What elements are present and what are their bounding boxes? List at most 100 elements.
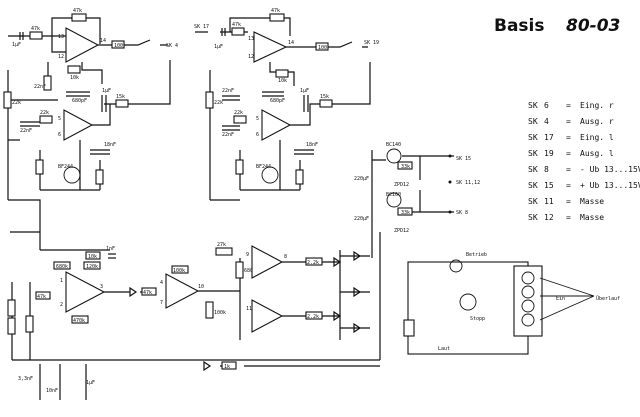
pin-row: SK 8 = - Ub 13...15V <box>528 165 640 174</box>
svg-text:22nF: 22nF <box>222 88 234 94</box>
resistor-47k-in <box>29 31 43 40</box>
svg-text:2: 2 <box>60 302 63 308</box>
svg-text:2.2k: 2.2k <box>307 314 319 320</box>
svg-text:ZPD12: ZPD12 <box>394 228 409 234</box>
svg-text:Ausg. r: Ausg. r <box>580 117 614 126</box>
resistor-47k-l-in <box>231 27 245 36</box>
svg-text:BF244: BF244 <box>58 164 73 170</box>
svg-text:6: 6 <box>58 132 61 138</box>
svg-text:Stopp: Stopp <box>470 316 485 322</box>
svg-text:470k: 470k <box>73 318 85 324</box>
svg-text:680pF: 680pF <box>270 98 285 104</box>
svg-text:12: 12 <box>544 213 554 222</box>
svg-text:=: = <box>566 165 571 174</box>
opamp-bottom-4 <box>251 299 284 333</box>
svg-text:SK: SK <box>528 181 538 190</box>
svg-text:Überlauf: Überlauf <box>596 295 620 302</box>
svg-text:Ein: Ein <box>556 296 565 302</box>
svg-text:120k: 120k <box>86 264 98 270</box>
svg-text:47k: 47k <box>271 8 280 14</box>
svg-text:5: 5 <box>58 116 61 122</box>
led-stopp <box>459 293 477 311</box>
svg-text:SK: SK <box>528 133 538 142</box>
svg-text:22k: 22k <box>40 110 49 116</box>
svg-text:=: = <box>566 197 571 206</box>
svg-text:9: 9 <box>246 252 249 258</box>
svg-text:1µF: 1µF <box>86 380 95 386</box>
svg-text:SK: SK <box>528 117 538 126</box>
svg-text:=: = <box>566 117 571 126</box>
svg-text:3: 3 <box>100 284 103 290</box>
svg-text:BC140: BC140 <box>386 142 401 148</box>
transistor-bc160 <box>386 192 402 208</box>
pin-row: SK 12 = Masse <box>528 213 604 222</box>
svg-text:22nF: 22nF <box>34 84 46 90</box>
svg-text:Laut: Laut <box>438 346 450 352</box>
svg-text:100: 100 <box>114 43 123 49</box>
svg-text:100k: 100k <box>173 268 185 274</box>
svg-text:220µF: 220µF <box>354 176 369 182</box>
pin-row: SK 17 = Eing. l <box>528 133 614 142</box>
pin-row: SK 6 = Eing. r <box>528 101 614 110</box>
resistor-22k-r <box>3 91 12 109</box>
svg-text:SK: SK <box>528 149 538 158</box>
svg-text:10: 10 <box>198 284 204 290</box>
svg-text:4: 4 <box>160 280 163 286</box>
bottom-amplifier: 680k 120k 10k 1nF 1 2 3 47k 470k 47k 4 7… <box>7 231 381 400</box>
svg-text:22k: 22k <box>214 100 223 106</box>
channel-l-stage-2: 22k 22nF 5 6 15k 1µF 18nF BF244 <box>222 88 344 191</box>
svg-text:1nF: 1nF <box>106 246 115 252</box>
resistor-100-out-r <box>111 40 125 49</box>
svg-text:SK 8: SK 8 <box>456 210 468 216</box>
svg-text:18nF: 18nF <box>306 142 318 148</box>
pin-row: SK 19 = Ausg. l <box>528 149 614 158</box>
svg-text:11: 11 <box>246 306 252 312</box>
svg-text:47k: 47k <box>143 290 152 296</box>
opamp-l-1 <box>253 31 288 63</box>
svg-text:5: 5 <box>256 116 259 122</box>
svg-text:22nF: 22nF <box>222 132 234 138</box>
svg-text:680pF: 680pF <box>72 98 87 104</box>
svg-text:6: 6 <box>544 101 549 110</box>
svg-text:Betrieb: Betrieb <box>466 252 487 258</box>
svg-text:10k: 10k <box>278 78 287 84</box>
svg-text:10k: 10k <box>88 254 97 260</box>
svg-text:220µF: 220µF <box>354 216 369 222</box>
svg-text:1µF: 1µF <box>12 42 21 48</box>
svg-text:ZPD12: ZPD12 <box>394 182 409 188</box>
svg-text:SK 4: SK 4 <box>166 43 178 49</box>
svg-text:SK 19: SK 19 <box>364 40 379 46</box>
channel-l-stage-1: SK 17 1µF 47k 47k 13 12 14 100 SK 19 10k… <box>194 8 379 200</box>
opamp-bottom-3 <box>251 245 284 279</box>
svg-text:1µF: 1µF <box>214 44 223 50</box>
svg-text:15k: 15k <box>320 94 329 100</box>
svg-text:=: = <box>566 101 571 110</box>
svg-text:10nF: 10nF <box>46 388 58 394</box>
svg-text:47k: 47k <box>37 294 46 300</box>
svg-text:2.2k: 2.2k <box>307 260 319 266</box>
fet-bf244-l <box>261 166 279 184</box>
svg-text:=: = <box>566 181 571 190</box>
svg-text:BC160: BC160 <box>386 192 401 198</box>
opamp-r-1 <box>65 27 100 63</box>
pin-table: SK 6 = Eing. r SK 4 = Ausg. r SK 17 = Ei… <box>528 101 640 222</box>
svg-text:Eing. r: Eing. r <box>580 101 614 110</box>
svg-text:19: 19 <box>544 149 554 158</box>
svg-text:=: = <box>566 133 571 142</box>
svg-text:1k: 1k <box>224 364 230 370</box>
svg-text:13: 13 <box>58 34 64 40</box>
svg-text:SK: SK <box>528 165 538 174</box>
svg-text:SK: SK <box>528 101 538 110</box>
title-number: 80-03 <box>566 16 620 36</box>
resistor-47k-fb <box>71 13 87 22</box>
opamp-bottom-1 <box>65 271 106 313</box>
svg-text:7: 7 <box>160 300 163 306</box>
transistor-bc140 <box>386 148 402 164</box>
svg-text:12: 12 <box>248 54 254 60</box>
svg-text:BF244: BF244 <box>256 164 271 170</box>
svg-text:27k: 27k <box>217 242 226 248</box>
svg-text:10k: 10k <box>70 75 79 81</box>
svg-text:SK 15: SK 15 <box>456 156 471 162</box>
svg-text:22k: 22k <box>12 100 21 106</box>
